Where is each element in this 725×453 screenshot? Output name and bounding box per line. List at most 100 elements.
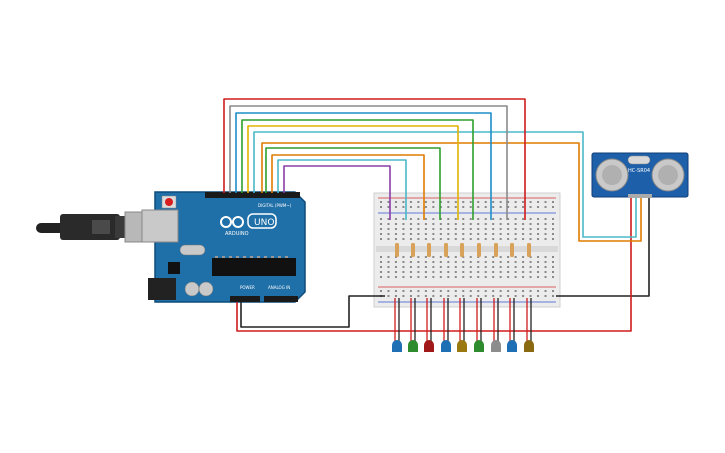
breadboard-hole bbox=[469, 261, 472, 263]
breadboard-hole bbox=[387, 223, 390, 225]
breadboard-hole bbox=[417, 295, 420, 297]
breadboard-hole bbox=[462, 271, 465, 273]
breadboard-hole bbox=[387, 228, 390, 230]
breadboard-hole bbox=[507, 206, 510, 208]
sensor-model-label: HC-SR04 bbox=[628, 168, 650, 174]
model-label: UNO bbox=[254, 218, 274, 228]
breadboard-hole bbox=[447, 206, 450, 208]
breadboard-hole bbox=[544, 218, 547, 220]
breadboard-hole bbox=[402, 228, 405, 230]
breadboard-hole bbox=[447, 276, 450, 278]
led[interactable] bbox=[408, 340, 418, 352]
breadboard-hole bbox=[462, 206, 465, 208]
breadboard-hole bbox=[417, 201, 420, 203]
breadboard-hole bbox=[552, 256, 554, 258]
breadboard-hole bbox=[447, 233, 450, 235]
breadboard-hole bbox=[529, 238, 532, 240]
breadboard-hole bbox=[432, 206, 435, 208]
breadboard-hole bbox=[469, 218, 472, 220]
resistor[interactable] bbox=[395, 243, 399, 257]
led[interactable] bbox=[424, 340, 434, 352]
breadboard-hole bbox=[484, 223, 487, 225]
breadboard[interactable] bbox=[373, 192, 561, 308]
breadboard-hole bbox=[394, 218, 397, 220]
led[interactable] bbox=[491, 340, 501, 352]
breadboard-hole bbox=[514, 223, 517, 225]
breadboard-hole bbox=[417, 290, 420, 292]
led[interactable] bbox=[507, 340, 517, 352]
wire-led-8 bbox=[277, 159, 407, 220]
breadboard-hole bbox=[432, 290, 435, 292]
breadboard-hole bbox=[424, 256, 427, 258]
breadboard-hole bbox=[432, 266, 435, 268]
breadboard-hole bbox=[514, 271, 517, 273]
reset-button[interactable] bbox=[165, 198, 173, 206]
breadboard-hole bbox=[432, 233, 435, 235]
breadboard-hole bbox=[432, 228, 435, 230]
breadboard-hole bbox=[499, 290, 502, 292]
breadboard-hole bbox=[552, 238, 554, 240]
breadboard-hole bbox=[537, 276, 540, 278]
breadboard-hole bbox=[432, 256, 435, 258]
breadboard-hole bbox=[380, 238, 382, 240]
resistor[interactable] bbox=[411, 243, 415, 257]
breadboard-hole bbox=[529, 295, 532, 297]
resistor[interactable] bbox=[444, 243, 448, 257]
breadboard-hole bbox=[514, 295, 517, 297]
led[interactable] bbox=[524, 340, 534, 352]
resistor[interactable] bbox=[477, 243, 481, 257]
breadboard-hole bbox=[417, 233, 420, 235]
breadboard-hole bbox=[522, 228, 525, 230]
breadboard-hole bbox=[439, 223, 442, 225]
breadboard-hole bbox=[552, 271, 554, 273]
breadboard-hole bbox=[417, 266, 420, 268]
breadboard-hole bbox=[537, 261, 540, 263]
breadboard-hole bbox=[439, 290, 442, 292]
resistor[interactable] bbox=[494, 243, 498, 257]
breadboard-hole bbox=[492, 223, 495, 225]
resistor[interactable] bbox=[460, 243, 464, 257]
breadboard-hole bbox=[409, 228, 412, 230]
breadboard-hole bbox=[380, 290, 382, 292]
crystal bbox=[179, 244, 206, 256]
breadboard-hole bbox=[424, 295, 427, 297]
breadboard-hole bbox=[499, 238, 502, 240]
led[interactable] bbox=[457, 340, 467, 352]
breadboard-hole bbox=[514, 238, 517, 240]
breadboard-hole bbox=[409, 201, 412, 203]
breadboard-hole bbox=[477, 206, 480, 208]
breadboard-hole bbox=[537, 201, 540, 203]
breadboard-hole bbox=[522, 233, 525, 235]
resistor[interactable] bbox=[510, 243, 514, 257]
breadboard-hole bbox=[477, 261, 480, 263]
resistor[interactable] bbox=[427, 243, 431, 257]
resistors bbox=[395, 243, 531, 257]
breadboard-hole bbox=[402, 290, 405, 292]
hc-sr04-sensor[interactable]: HC-SR04 bbox=[591, 152, 689, 198]
breadboard-hole bbox=[477, 271, 480, 273]
breadboard-hole bbox=[507, 238, 510, 240]
breadboard-hole bbox=[439, 276, 442, 278]
breadboard-hole bbox=[380, 218, 382, 220]
led[interactable] bbox=[392, 340, 402, 352]
breadboard-hole bbox=[462, 218, 465, 220]
breadboard-hole bbox=[409, 233, 412, 235]
led[interactable] bbox=[474, 340, 484, 352]
resistor[interactable] bbox=[527, 243, 531, 257]
breadboard-hole bbox=[552, 295, 554, 297]
led[interactable] bbox=[441, 340, 451, 352]
usb-cable bbox=[36, 211, 161, 243]
breadboard-hole bbox=[484, 266, 487, 268]
breadboard-hole bbox=[544, 266, 547, 268]
arduino-uno-board[interactable]: DIGITAL (PWM~) ARDUINO UNO POWER ANALOG … bbox=[141, 191, 306, 303]
breadboard-hole bbox=[409, 271, 412, 273]
breadboard-hole bbox=[409, 261, 412, 263]
breadboard-hole bbox=[394, 228, 397, 230]
breadboard-hole bbox=[514, 228, 517, 230]
breadboard-hole bbox=[409, 276, 412, 278]
wire-led-5 bbox=[247, 125, 459, 220]
breadboard-hole bbox=[484, 206, 487, 208]
breadboard-hole bbox=[462, 266, 465, 268]
breadboard-hole bbox=[499, 218, 502, 220]
breadboard-hole bbox=[537, 266, 540, 268]
